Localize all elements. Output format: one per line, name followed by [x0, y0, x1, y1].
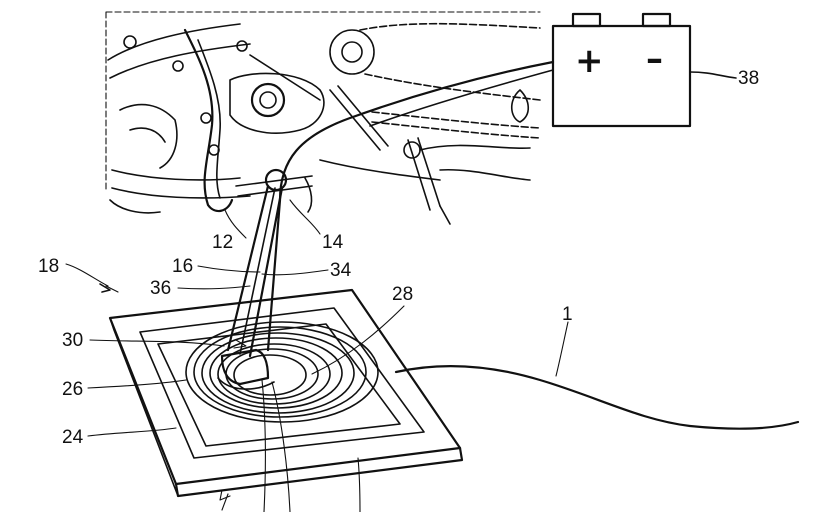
ref-36: 36: [150, 278, 171, 299]
ref-18: 18: [38, 256, 59, 277]
reference-labels: 38 12 14 18 16 34 36 28 1 30 26 24: [38, 68, 759, 448]
ref-38: 38: [738, 68, 759, 89]
ref-34: 34: [330, 260, 352, 281]
battery-plus: +: [575, 41, 604, 81]
ref-12: 12: [212, 232, 233, 253]
ref-16: 16: [172, 256, 193, 277]
motorcycle-detail: [105, 11, 541, 225]
power-cable-2: [369, 69, 554, 127]
ref-26: 26: [62, 379, 83, 400]
ref-24: 24: [62, 427, 84, 448]
charging-pad: [108, 288, 800, 498]
battery: + –: [551, 12, 737, 128]
ref-1: 1: [562, 304, 573, 325]
ref-30: 30: [62, 330, 83, 351]
coil: [185, 321, 379, 423]
battery-minus: –: [646, 39, 663, 79]
ref-28: 28: [392, 284, 413, 305]
ref-14: 14: [322, 232, 344, 253]
power-cable: [266, 60, 555, 352]
supply-cable: [394, 365, 800, 430]
leaders: [65, 199, 569, 512]
